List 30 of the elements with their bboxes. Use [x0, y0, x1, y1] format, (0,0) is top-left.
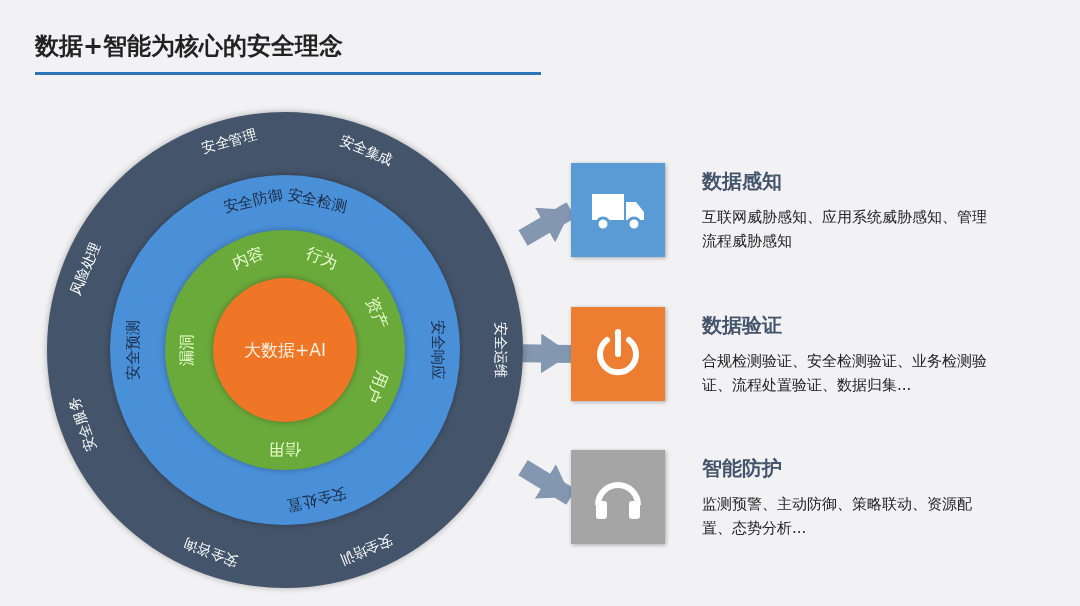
ring-label: 用户: [361, 367, 392, 406]
arrow: [522, 333, 572, 374]
ring-label: 信用: [269, 438, 301, 459]
icon-box: [571, 450, 665, 544]
section-heading: 数据感知: [702, 168, 782, 195]
ring-label: 行为: [302, 243, 341, 275]
description: 监测预警、主动防御、策略联动、资源配置、态势分析...: [702, 494, 973, 539]
ring-label: 安全运维: [492, 322, 509, 378]
ring-label: 安全处置: [285, 483, 348, 515]
section-heading: 数据验证: [702, 312, 782, 339]
ring-label: 安全响应: [427, 320, 447, 380]
ring-label: 安全集成: [336, 131, 395, 170]
description: 互联网威胁感知、应用系统威胁感知、管理流程威胁感知: [702, 207, 988, 252]
icon-box: [571, 307, 665, 401]
ring-label: 安全检测: [285, 185, 348, 217]
ring-label: 安全防御: [222, 185, 285, 217]
section-heading: 智能防护: [702, 455, 782, 482]
title: 数据+智能为核心的安全理念: [35, 31, 344, 62]
ring-label: 安全培训: [336, 531, 395, 569]
ring-label: 资产: [361, 294, 392, 333]
ring-label: 安全预测: [123, 320, 143, 380]
ring-label: 安全管理: [199, 126, 259, 159]
ring-label: 风险处理: [66, 240, 104, 299]
ring-label: 安全服务: [64, 394, 101, 453]
ring-label: 漏洞: [176, 334, 197, 366]
description: 合规检测验证、安全检测验证、业务检测验证、流程处置验证、数据归集...: [702, 351, 988, 396]
ring-label: 内容: [229, 243, 268, 275]
ring-label: 安全咨询: [182, 534, 241, 571]
icon-box: [571, 163, 665, 257]
core-label: 大数据+AI: [244, 338, 326, 362]
